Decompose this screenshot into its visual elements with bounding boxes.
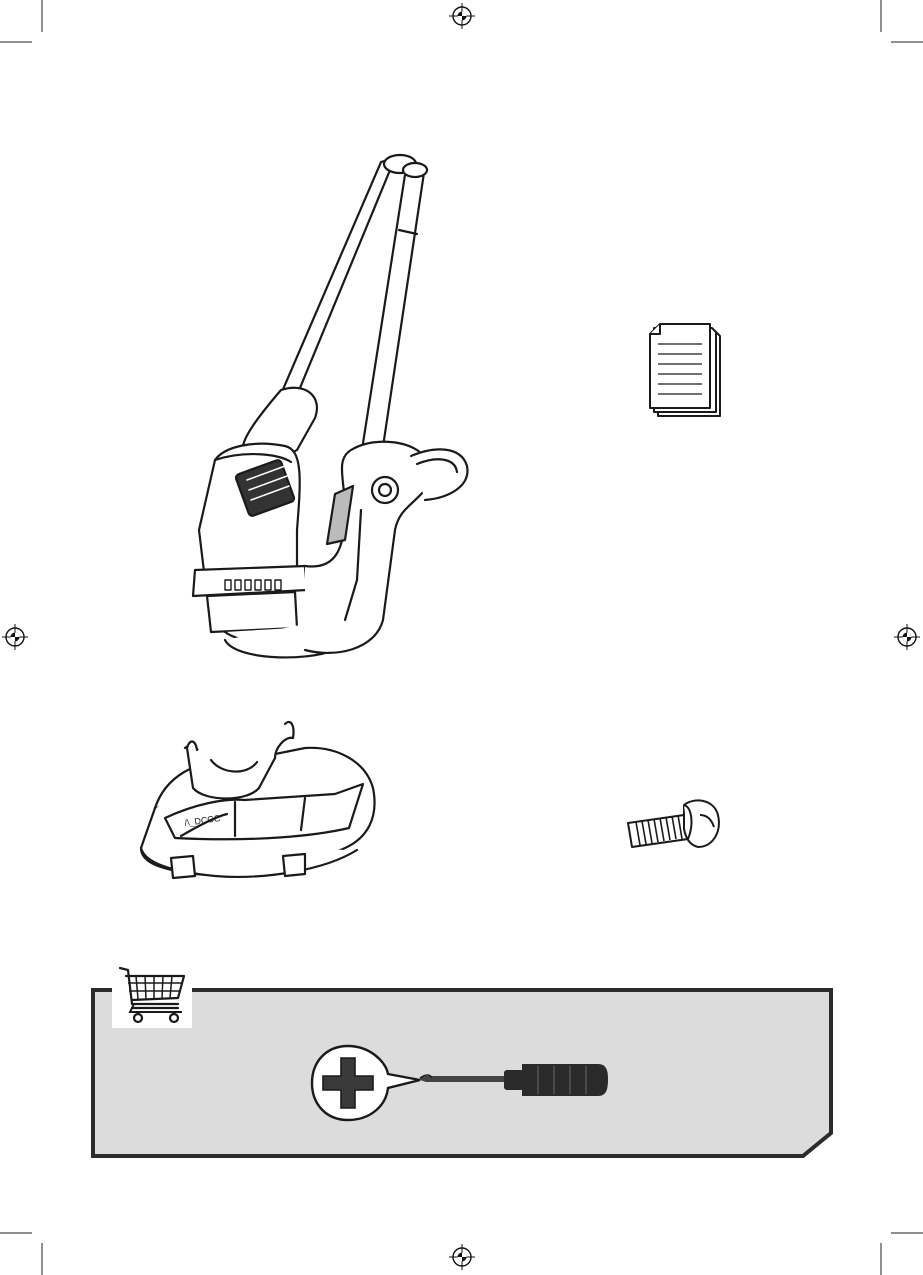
registration-mark-left xyxy=(2,624,28,650)
registration-mark-top xyxy=(449,3,475,29)
screw-icon xyxy=(622,795,722,855)
shopping-cart-icon xyxy=(112,964,192,1028)
registration-mark-right xyxy=(894,624,920,650)
phillips-screwdriver-icon xyxy=(308,1040,608,1126)
string-trimmer-icon xyxy=(185,150,475,670)
documents-icon xyxy=(646,320,726,420)
guard-icon: /\_DCCC xyxy=(135,718,380,890)
registration-mark-bottom xyxy=(449,1244,475,1270)
